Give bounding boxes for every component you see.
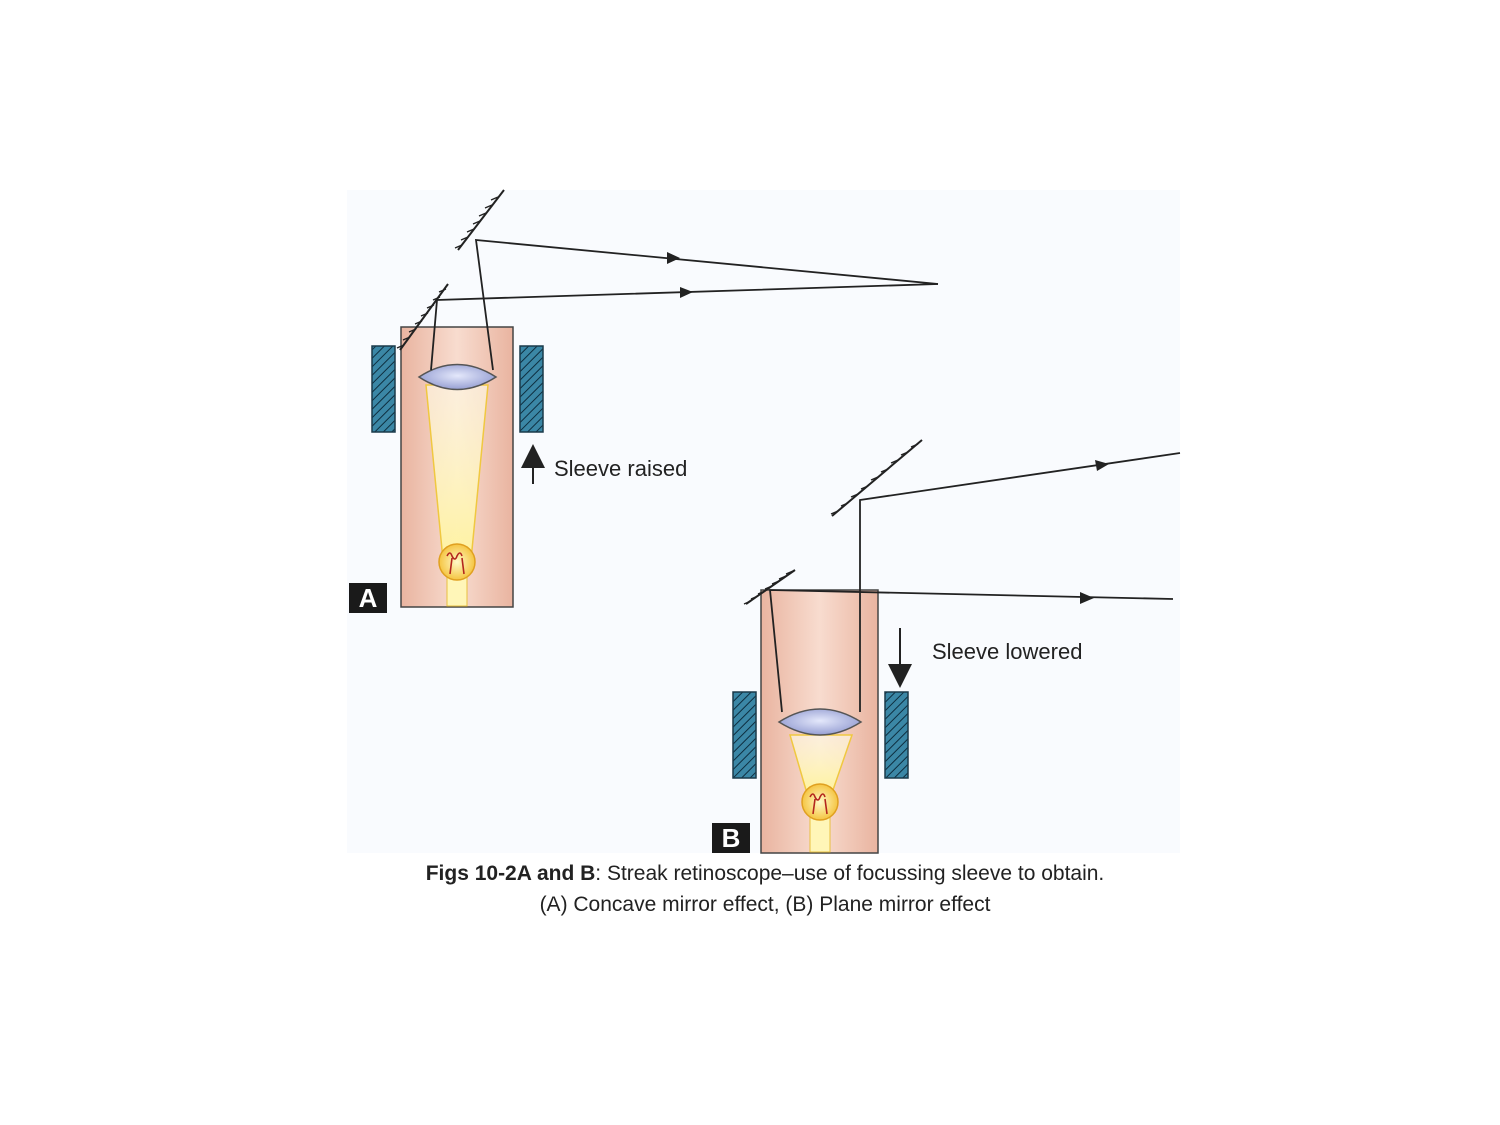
bulb-a (438, 543, 476, 581)
filament-a (446, 552, 465, 575)
lens-a (417, 363, 498, 391)
ray-b-1 (769, 589, 1174, 713)
bulb-b (801, 783, 839, 821)
caption-bold: Figs 10-2A and B (425, 862, 596, 885)
label-sleeve-lowered: Sleeve lowered (932, 639, 1082, 664)
caption-line-2: (A) Concave mirror effect, (B) Plane mir… (539, 893, 991, 916)
badge-b (712, 823, 750, 853)
ray-arrow-a-2 (680, 287, 693, 298)
panel-b: Sleeve lowered B (712, 439, 1181, 854)
ray-arrow-a-1 (667, 252, 680, 264)
sleeve-left-a (371, 345, 396, 433)
badge-a-text: A (359, 583, 378, 613)
panel-a: Sleeve raised A (349, 189, 939, 613)
mirror-upper-b (830, 439, 923, 517)
sleeve-right-a (519, 345, 544, 433)
caption-line-1: Figs 10-2A and B: Streak retinoscope–use… (300, 858, 1230, 889)
sleeve-left-b (732, 691, 757, 779)
mirror-lower-b (743, 569, 796, 605)
ray-a-2 (474, 238, 939, 371)
mirror-upper-a (454, 189, 505, 251)
ray-arrow-b-1 (1080, 592, 1094, 604)
lens-b (777, 708, 863, 736)
caption-line-1-text: : Streak retinoscope–use of focussing sl… (595, 862, 1105, 885)
figure-caption: Figs 10-2A and B: Streak retinoscope–use… (300, 858, 1230, 920)
ray-b-2 (859, 452, 1181, 712)
filament-b (809, 793, 828, 815)
sleeve-right-b (884, 691, 909, 779)
label-sleeve-raised: Sleeve raised (554, 456, 687, 481)
mirror-lower-a (396, 283, 449, 351)
badge-a (349, 583, 387, 613)
ray-arrow-b-2 (1095, 460, 1109, 471)
badge-b-text: B (722, 823, 741, 853)
